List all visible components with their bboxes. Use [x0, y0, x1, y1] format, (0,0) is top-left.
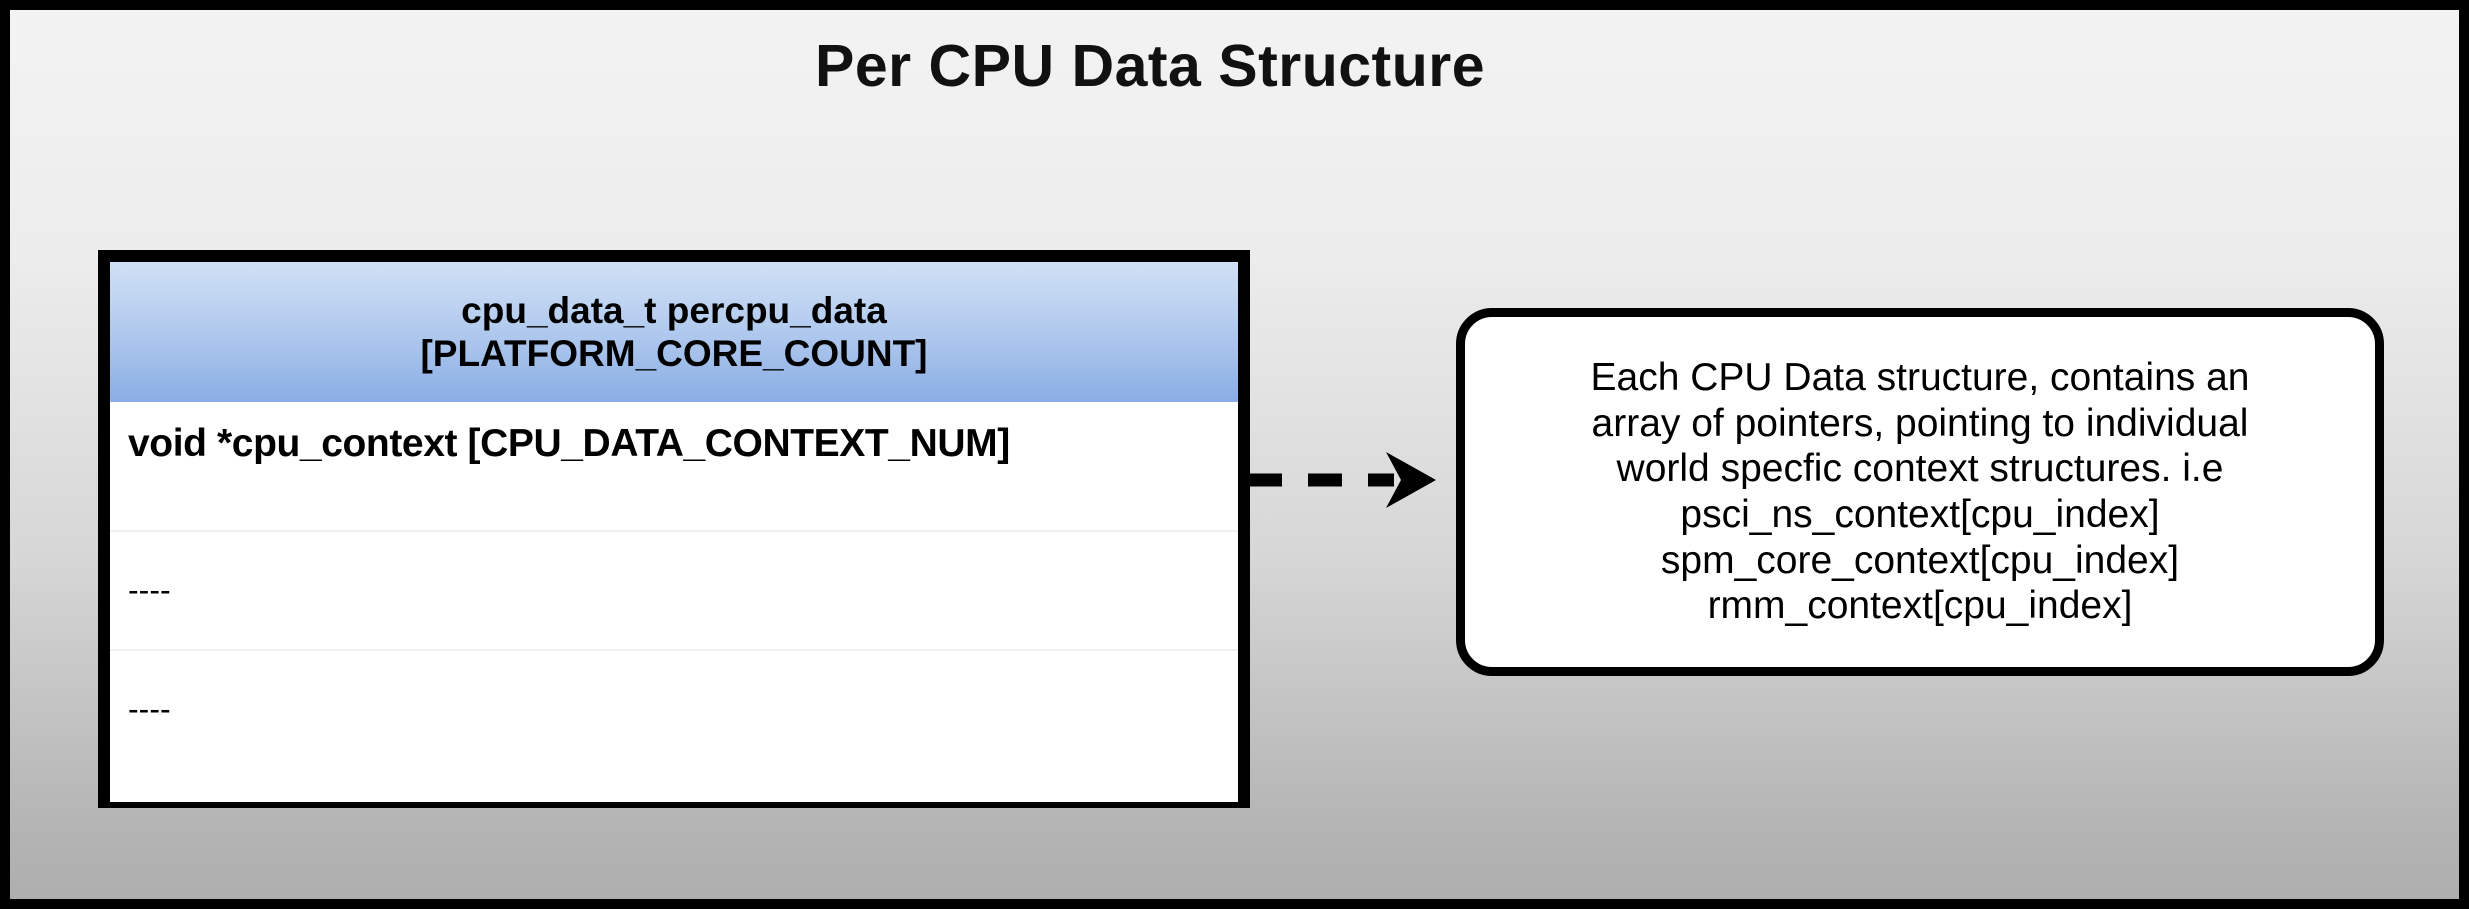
table-row: void *cpu_context [CPU_DATA_CONTEXT_NUM]	[110, 402, 1238, 530]
dashed-arrow-icon	[1248, 452, 1436, 508]
callout-line-4: psci_ns_context[cpu_index]	[1680, 493, 2160, 536]
struct-field-placeholder-2: ----	[128, 691, 171, 727]
struct-header-line-2: [PLATFORM_CORE_COUNT]	[420, 333, 928, 374]
callout-line-2: array of pointers, pointing to individua…	[1591, 401, 2249, 445]
table-row: ----	[110, 530, 1238, 649]
callout-line-3: world specfic context structures. i.e	[1616, 447, 2224, 491]
callout-line-5: spm_core_context[cpu_index]	[1660, 538, 2180, 582]
struct-header-line-1: cpu_data_t percpu_data	[461, 289, 887, 331]
struct-field-cpu-context: void *cpu_context [CPU_DATA_CONTEXT_NUM]	[128, 422, 1010, 465]
page-title: Per CPU Data Structure	[814, 33, 1486, 99]
percpu-data-struct-table: cpu_data_t percpu_data [PLATFORM_CORE_CO…	[98, 250, 1250, 808]
callout-line-1: Each CPU Data structure, contains an	[1590, 356, 2250, 400]
struct-field-placeholder-1: ----	[128, 572, 171, 608]
table-row: ----	[110, 649, 1238, 802]
struct-table-header: cpu_data_t percpu_data [PLATFORM_CORE_CO…	[110, 262, 1238, 402]
connector-arrow	[1246, 440, 1446, 520]
callout-box: Each CPU Data structure, contains an arr…	[1456, 308, 2384, 676]
callout-line-6: rmm_context[cpu_index]	[1707, 584, 2133, 628]
